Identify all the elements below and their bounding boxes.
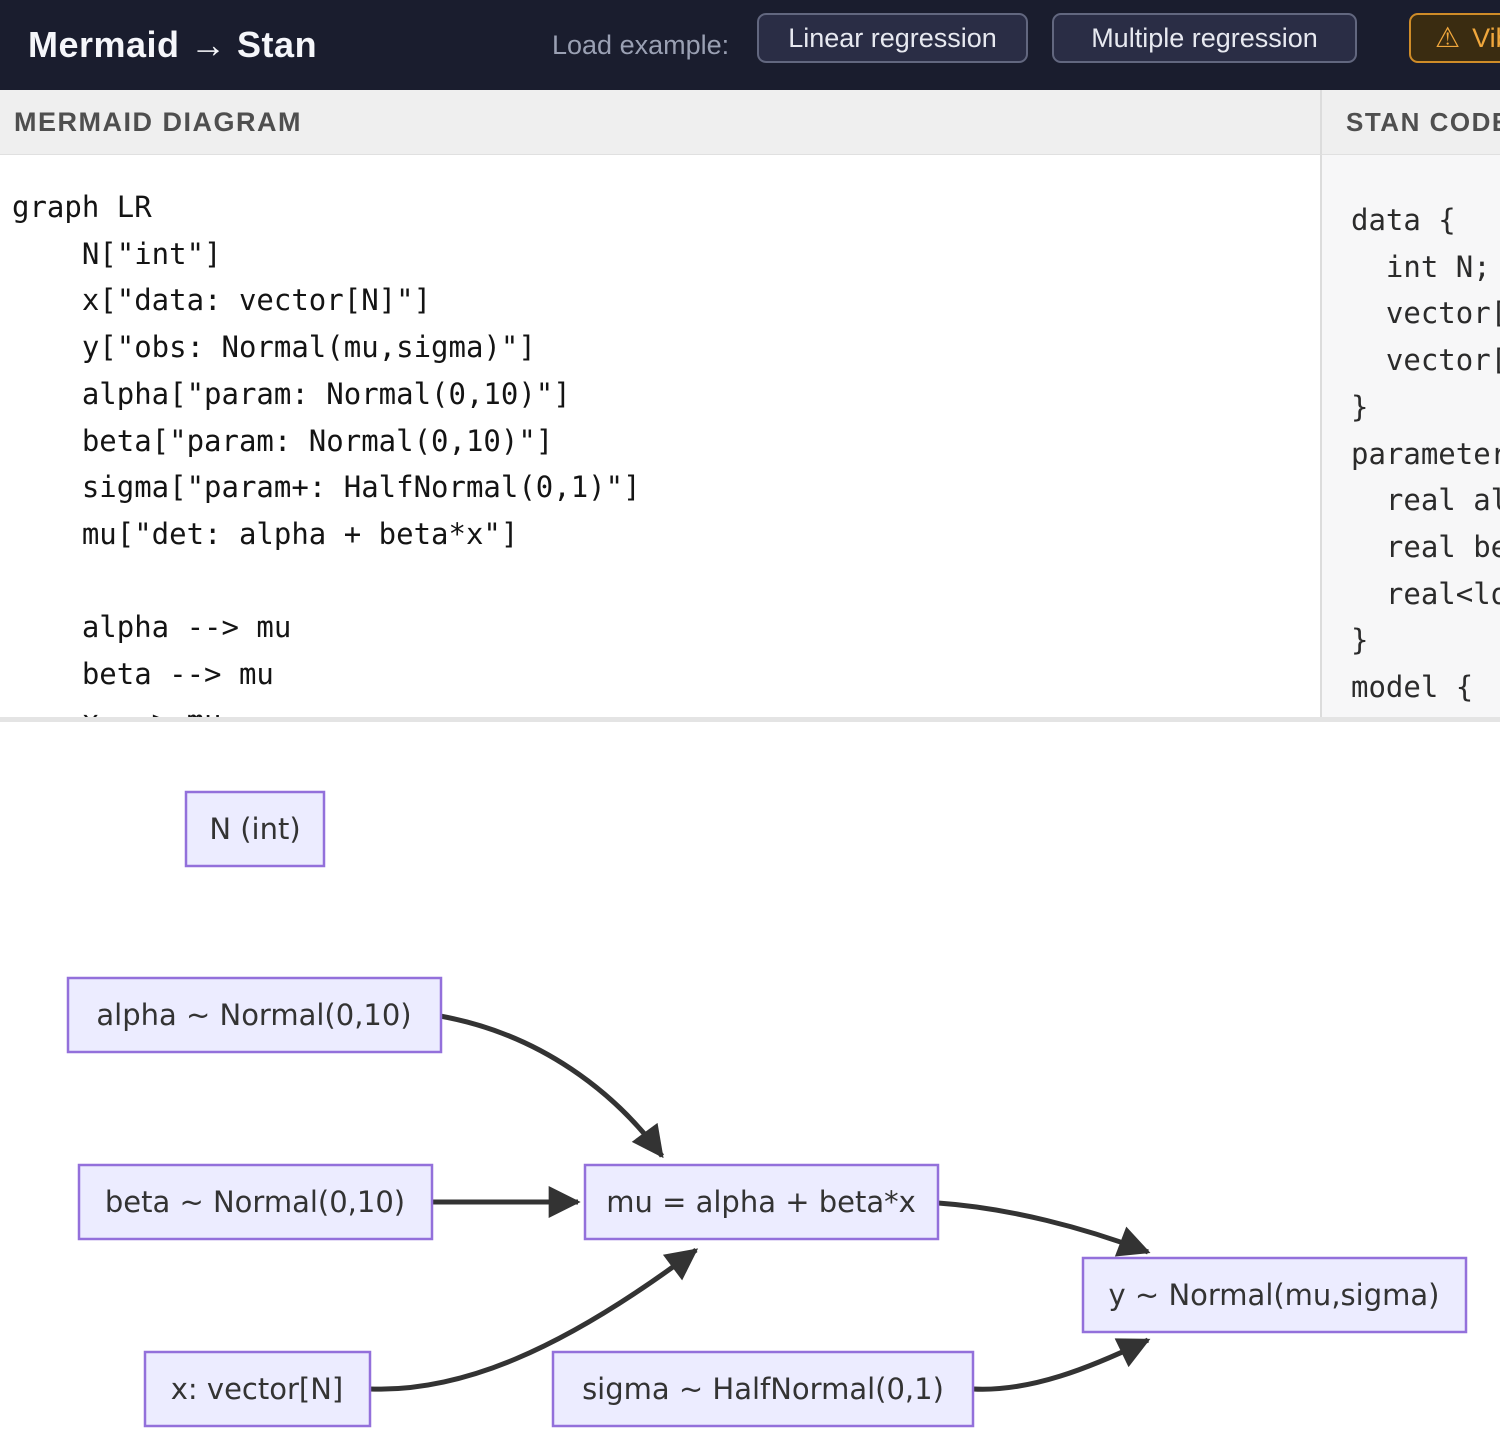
mermaid-panel-title: MERMAID DIAGRAM bbox=[14, 106, 302, 137]
app-title: Mermaid → Stan bbox=[28, 24, 318, 65]
stan-panel-header: STAN CODE bbox=[1320, 90, 1500, 155]
node-label-alpha: alpha ~ Normal(0,10) bbox=[96, 998, 411, 1032]
warning-icon: ⚠ bbox=[1435, 22, 1461, 53]
node-label-y: y ~ Normal(mu,sigma) bbox=[1109, 1278, 1440, 1312]
edge-alpha-mu bbox=[439, 1013, 665, 1159]
diagram-node-alpha: alpha ~ Normal(0,10) bbox=[66, 976, 443, 1054]
stan-code: data { int N; vector[N] x; vector[N] y; … bbox=[1351, 203, 1500, 705]
edge-x-mu bbox=[369, 1247, 699, 1392]
diagram-node-y: y ~ Normal(mu,sigma) bbox=[1081, 1256, 1468, 1334]
app-header: Mermaid → Stan Load example: Linear regr… bbox=[0, 0, 1500, 90]
diagram-node-sigma: sigma ~ HalfNormal(0,1) bbox=[551, 1350, 975, 1428]
vibe-button-label: Vib bbox=[1472, 22, 1500, 53]
mermaid-code[interactable]: graph LR N["int"] x["data: vector[N]"] y… bbox=[12, 190, 641, 717]
node-label-mu: mu = alpha + beta*x bbox=[606, 1185, 916, 1219]
node-label-sigma: sigma ~ HalfNormal(0,1) bbox=[582, 1372, 944, 1406]
multiple-regression-button[interactable]: Multiple regression bbox=[1052, 13, 1357, 63]
vibe-warning-button[interactable]: ⚠ Vib bbox=[1409, 13, 1500, 63]
panel-divider bbox=[0, 717, 1500, 722]
diagram-node-beta: beta ~ Normal(0,10) bbox=[77, 1163, 434, 1241]
node-label-x: x: vector[N] bbox=[171, 1372, 343, 1406]
diagram-preview: N (int) alpha ~ Normal(0,10) beta ~ Norm… bbox=[0, 722, 1500, 1454]
stan-code-output: data { int N; vector[N] x; vector[N] y; … bbox=[1320, 155, 1500, 717]
mermaid-panel-header: MERMAID DIAGRAM bbox=[0, 90, 1320, 155]
node-label-beta: beta ~ Normal(0,10) bbox=[105, 1185, 405, 1219]
diagram-node-N: N (int) bbox=[184, 790, 326, 868]
linear-regression-button[interactable]: Linear regression bbox=[757, 13, 1028, 63]
node-label-N: N (int) bbox=[209, 812, 300, 846]
diagram-node-x: x: vector[N] bbox=[143, 1350, 372, 1428]
edge-sigma-y bbox=[972, 1337, 1151, 1392]
stan-panel-title: STAN CODE bbox=[1346, 106, 1500, 137]
edge-mu-y bbox=[937, 1200, 1151, 1257]
diagram-node-mu: mu = alpha + beta*x bbox=[583, 1163, 940, 1241]
mermaid-code-editor[interactable]: graph LR N["int"] x["data: vector[N]"] y… bbox=[0, 155, 1320, 717]
load-example-label: Load example: bbox=[552, 30, 730, 60]
